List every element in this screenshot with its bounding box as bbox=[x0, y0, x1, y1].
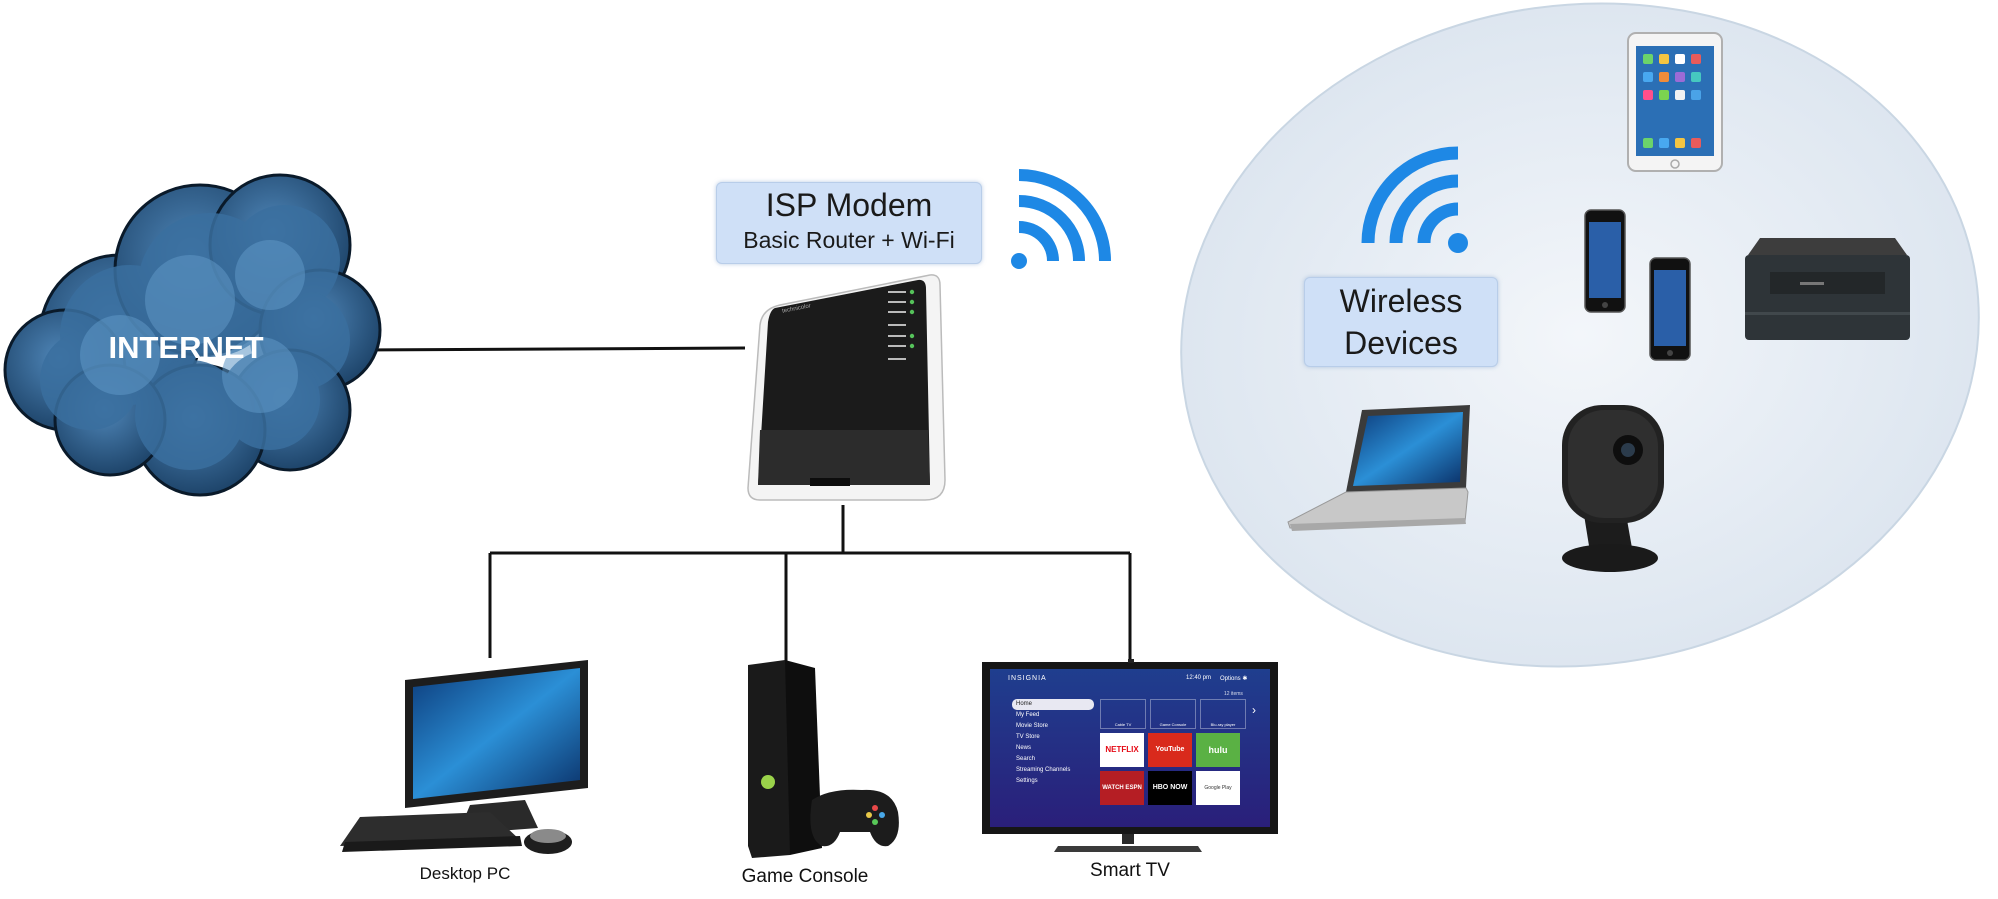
tv-input-label: Blu-ray player bbox=[1210, 722, 1236, 727]
game-console-icon bbox=[748, 660, 899, 858]
tv-app-youtube[interactable]: YouTube bbox=[1148, 733, 1192, 767]
tv-options: Options ✱ bbox=[1220, 676, 1248, 682]
smartphone-icon bbox=[1649, 257, 1691, 361]
tv-app-netflix[interactable]: NETFLIX bbox=[1100, 733, 1144, 767]
tv-chevron-right-icon[interactable]: › bbox=[1252, 703, 1256, 717]
desktop-pc-icon bbox=[340, 660, 588, 854]
game-console-label: Game Console bbox=[741, 866, 869, 887]
laptop-icon bbox=[1287, 405, 1470, 531]
internet-label: INTERNET bbox=[108, 330, 264, 365]
tv-input-label: Game Console bbox=[1159, 722, 1187, 727]
wireless-zone-wifi-icon bbox=[1361, 146, 1468, 253]
smartphone-icon bbox=[1584, 209, 1626, 313]
tv-app-espn[interactable]: WATCH ESPN bbox=[1100, 771, 1144, 805]
tv-input-label: Cable TV bbox=[1114, 722, 1132, 727]
modem-router-icon bbox=[747, 274, 946, 501]
camera-icon bbox=[1562, 405, 1664, 572]
wired-connections bbox=[364, 346, 1132, 662]
tv-menu-item[interactable]: Movie Store bbox=[1016, 723, 1049, 729]
tv-menu-item[interactable]: Home bbox=[1012, 699, 1094, 710]
tv-brand: INSIGNIA bbox=[1008, 675, 1047, 682]
tv-input-tile[interactable]: Cable TV bbox=[1100, 699, 1146, 729]
tv-menu-item[interactable]: Settings bbox=[1016, 778, 1038, 784]
tv-screen-content: INSIGNIA 12:40 pm Options ✱ 12 items Hom… bbox=[990, 669, 1270, 827]
tv-input-tile[interactable]: Blu-ray player bbox=[1200, 699, 1246, 729]
internet-cloud-icon bbox=[3, 173, 382, 497]
modem-subtitle: Basic Router + Wi-Fi bbox=[743, 227, 955, 253]
wireless-label-line1: Wireless bbox=[1339, 283, 1463, 319]
desktop-pc-label: Desktop PC bbox=[419, 864, 511, 883]
wireless-label-line2: Devices bbox=[1344, 325, 1458, 361]
tv-app-google-play[interactable]: Google Play bbox=[1196, 771, 1240, 805]
wireless-label-box: Wireless Devices bbox=[1304, 277, 1498, 367]
tv-item-count: 12 items bbox=[1224, 691, 1243, 697]
tv-input-tile[interactable]: Game Console bbox=[1150, 699, 1196, 729]
tv-menu-item[interactable]: My Feed bbox=[1016, 712, 1040, 718]
tv-app-grid: NETFLIX YouTube hulu WATCH ESPN HBO NOW … bbox=[1100, 733, 1250, 805]
modem-label-box: ISP Modem Basic Router + Wi-Fi bbox=[716, 182, 982, 264]
smart-tv-label: Smart TV bbox=[1090, 860, 1170, 881]
wireless-zone bbox=[1180, 2, 1980, 668]
tv-app-hbo[interactable]: HBO NOW bbox=[1148, 771, 1192, 805]
tv-menu-item[interactable]: TV Store bbox=[1016, 734, 1040, 740]
tv-menu-item[interactable]: Search bbox=[1016, 756, 1036, 762]
printer-icon bbox=[1745, 238, 1910, 340]
tablet-icon bbox=[1627, 32, 1723, 172]
modem-title: ISP Modem bbox=[765, 187, 933, 223]
wifi-icon bbox=[1011, 169, 1111, 269]
tv-menu-item[interactable]: News bbox=[1016, 745, 1032, 751]
tv-input-row: Cable TV Game Console Blu-ray player bbox=[1100, 699, 1250, 729]
tv-menu-item[interactable]: Streaming Channels bbox=[1016, 767, 1071, 773]
tv-app-hulu[interactable]: hulu bbox=[1196, 733, 1240, 767]
tv-menu: Home My Feed Movie Store TV Store News S… bbox=[1012, 699, 1094, 787]
tv-time: 12:40 pm bbox=[1186, 675, 1212, 681]
